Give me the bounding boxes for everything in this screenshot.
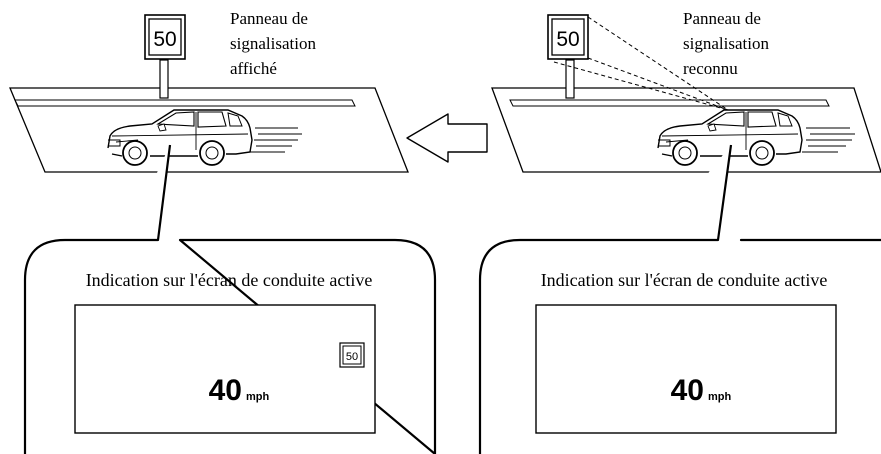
display-speed-right: 40 <box>671 374 704 407</box>
left-caption-line2: signalisation <box>230 34 316 53</box>
right-caption-line3: reconnu <box>683 59 738 78</box>
display-unit-right: mph <box>708 391 732 403</box>
sign-post-right <box>565 59 575 99</box>
sign-value-left: 50 <box>153 28 176 51</box>
display-sign-value: 50 <box>346 351 358 363</box>
sign-value-right: 50 <box>556 28 579 51</box>
left-arrow-icon <box>406 113 488 163</box>
speed-limit-sign-icon: 50 <box>144 14 186 60</box>
right-caption-line1: Panneau de <box>683 9 761 28</box>
right-callout-title: Indication sur l'écran de conduite activ… <box>541 270 828 290</box>
left-caption-line3: affiché <box>230 59 277 78</box>
lane-line-right <box>509 99 830 107</box>
left-scene: 50 40 mph 50 <box>9 14 437 454</box>
motion-lines-left <box>250 127 302 153</box>
speed-limit-sign-icon: 50 <box>547 14 589 60</box>
recognition-lines <box>553 16 729 111</box>
display-screen-right <box>535 304 837 434</box>
display-screen-left <box>74 304 376 434</box>
left-caption-line1: Panneau de <box>230 9 308 28</box>
callout-bubble-left <box>23 144 437 454</box>
sign-post-left <box>159 59 169 99</box>
callout-bubble-right <box>478 144 881 454</box>
display-sign-icon: 50 <box>339 342 365 368</box>
right-caption-line2: signalisation <box>683 34 769 53</box>
right-scene: 50 40 mph <box>478 14 881 454</box>
lane-line-left <box>14 99 356 107</box>
display-unit-left: mph <box>246 391 270 403</box>
display-speed-left: 40 <box>209 374 242 407</box>
left-callout-title: Indication sur l'écran de conduite activ… <box>86 270 373 290</box>
motion-lines-right <box>802 127 855 153</box>
